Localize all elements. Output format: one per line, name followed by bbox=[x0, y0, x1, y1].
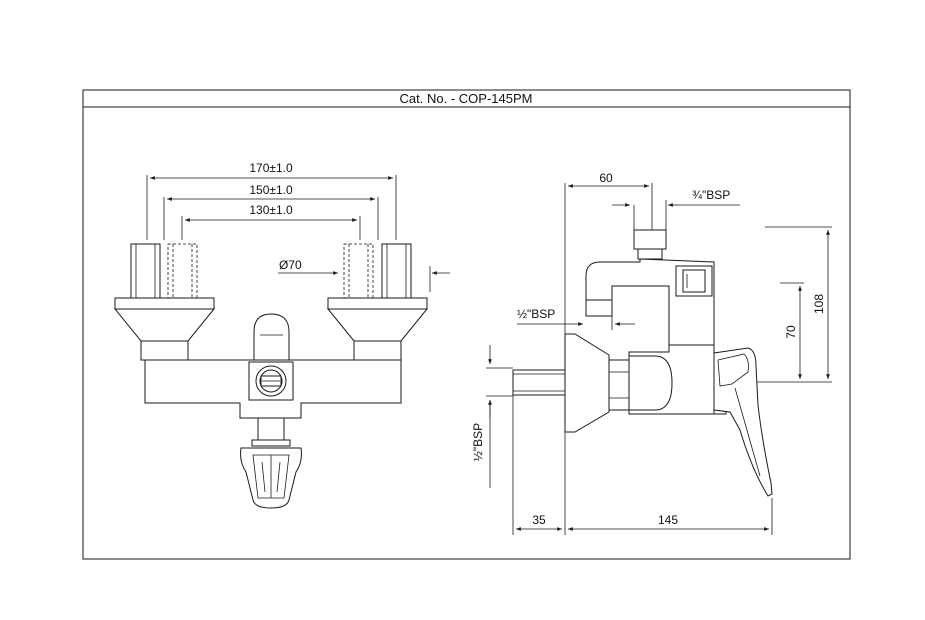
catalog-title: Cat. No. - COP-145PM bbox=[400, 91, 533, 106]
spout-neck bbox=[257, 417, 285, 441]
bsp-three-quarter-label: ¾"BSP bbox=[692, 188, 730, 202]
dim-70-label: 70 bbox=[784, 325, 798, 339]
dim-130-label: 130±1.0 bbox=[249, 203, 293, 217]
dim-60-label: 60 bbox=[599, 171, 613, 185]
left-flange-cone bbox=[113, 308, 216, 342]
left-flange-nut bbox=[140, 340, 189, 361]
left-inlet-solid bbox=[130, 243, 161, 299]
left-flange-plate bbox=[114, 297, 215, 310]
left-inlet-dashed bbox=[167, 243, 198, 299]
right-flange-plate bbox=[327, 297, 428, 310]
front-view: 170±1.0 150±1.0 130±1.0 Ø70 bbox=[113, 161, 450, 509]
lever-handle-side bbox=[713, 347, 773, 497]
sheet-border bbox=[82, 89, 851, 560]
dim-150-label: 150±1.0 bbox=[249, 183, 293, 197]
hex-nut bbox=[608, 359, 630, 411]
right-inlet-dashed bbox=[343, 243, 374, 299]
outlet-stub bbox=[585, 299, 613, 317]
bsp-half-top-label: ½"BSP bbox=[517, 307, 555, 321]
right-flange-cone bbox=[326, 308, 429, 342]
dim-35-label: 35 bbox=[532, 513, 546, 527]
right-inlet-solid bbox=[381, 243, 412, 299]
dim-108-label: 108 bbox=[812, 294, 826, 314]
dim-170-label: 170±1.0 bbox=[249, 161, 293, 175]
side-view: 60 ¾"BSP ½"BSP 108 70 bbox=[471, 171, 832, 535]
bsp-half-side-label: ½"BSP bbox=[471, 423, 485, 461]
diverter-knob bbox=[253, 313, 290, 361]
right-flange-nut bbox=[353, 340, 402, 361]
dia-70-label: Ø70 bbox=[279, 258, 302, 272]
wall-flange bbox=[564, 333, 610, 433]
dim-145-label: 145 bbox=[658, 513, 678, 527]
top-inlet-fitting bbox=[633, 229, 667, 250]
